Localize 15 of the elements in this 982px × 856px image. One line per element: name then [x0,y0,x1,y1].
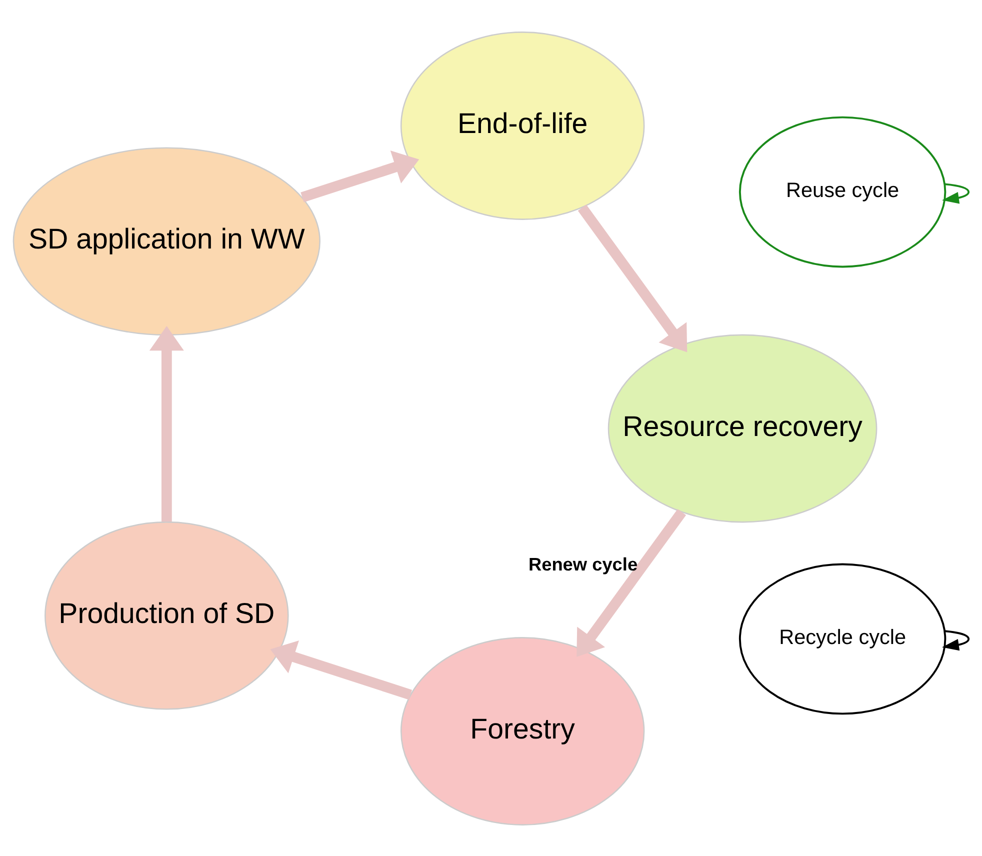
edge-label: Renew cycle [528,554,638,574]
node-ellipse: Recycle cycle [738,562,946,714]
node-ellipse: Forestry [400,636,645,825]
arrow [576,508,686,656]
node-ellipse: Resource recovery [608,334,878,522]
arrow [270,640,412,700]
node-ellipse: Reuse cycle [738,116,946,268]
arrow [942,630,970,650]
node-ellipse: SD application in WW [12,146,320,336]
arrow [300,150,420,202]
arrow [149,325,184,522]
node-ellipse: Production of SD [44,520,289,710]
node-ellipse: End-of-life [400,31,645,220]
arrow [578,204,688,352]
arrow [942,182,970,204]
